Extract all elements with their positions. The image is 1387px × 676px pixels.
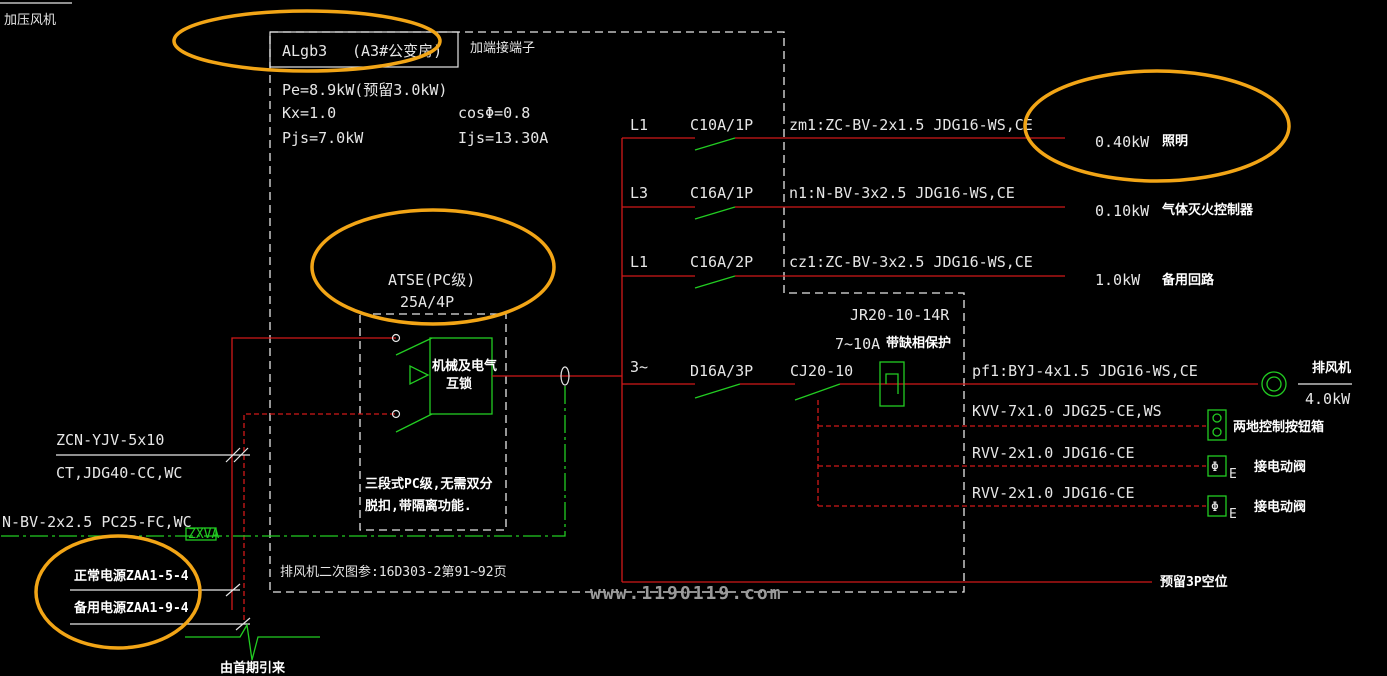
highlight-ring-sources [34, 534, 202, 650]
incoming-tick-2 [233, 447, 249, 463]
circuit-3-breaker-icon [694, 275, 736, 289]
circuit-1-phase: L1 [630, 116, 648, 134]
control-1-cable: KVV-7x1.0 JDG25-CE,WS [972, 402, 1162, 420]
panel-enclosure [269, 31, 965, 593]
panel-pjs: Pjs=7.0kW [282, 129, 364, 147]
normal-source-label: 正常电源ZAA1-5-4 [74, 568, 189, 584]
circuit-2-breaker-icon [694, 206, 736, 220]
standby-feeder-wire [243, 413, 396, 620]
motor-relay-range: 7~10A [835, 335, 880, 353]
atse-rating: 25A/4P [400, 293, 454, 311]
highlight-ring-lighting [1023, 69, 1291, 183]
circuit-1-load: 照明 [1162, 134, 1188, 149]
control-button-icon-a [1212, 413, 1222, 423]
reserve-label: 预留3P空位 [1160, 574, 1228, 590]
control-3-target: 接电动阀 [1254, 499, 1306, 515]
exhaust-fan-motor-inner [1266, 376, 1282, 392]
standby-source-tick [235, 617, 251, 631]
control-3-cable: RVV-2x1.0 JDG16-CE [972, 484, 1135, 502]
circuit-1-cable: zm1:ZC-BV-2x1.5 JDG16-WS,CE [789, 116, 1033, 134]
valve-2-icon [1207, 495, 1227, 517]
motor-breaker-icon [694, 383, 741, 399]
panel-cos: cosΦ=0.8 [458, 104, 530, 122]
circuit-2-load: 气体灭火控制器 [1162, 202, 1254, 218]
circuit-2-cable: n1:N-BV-3x2.5 JDG16-WS,CE [789, 184, 1015, 202]
panel-location: (A3#公变房) [352, 42, 442, 60]
circuit-2-breaker: C16A/1P [690, 184, 753, 202]
motor-relay-desc: 带缺相保护 [886, 335, 951, 351]
zxva-label: ZXVA [188, 527, 219, 542]
motor-cable: pf1:BYJ-4x1.5 JDG16-WS,CE [972, 362, 1198, 380]
watermark: www.1190119.com [590, 583, 783, 604]
thermal-relay-icon [879, 361, 905, 407]
motor-phase: 3~ [630, 358, 648, 376]
incoming-tick-1 [225, 447, 241, 463]
standby-source-label: 备用电源ZAA1-9-4 [73, 600, 189, 616]
control-box-icon [1207, 409, 1227, 441]
motor-breaker: D16A/3P [690, 362, 753, 380]
atse-desc-line2: 脱扣,带隔离功能. [365, 498, 472, 514]
normal-feeder-contact [391, 333, 401, 343]
atse-label: ATSE(PC级) [388, 271, 475, 289]
lead-in-line [185, 623, 320, 661]
atse-contact-standby [395, 413, 433, 433]
circuit-3-cable: cz1:ZC-BV-3x2.5 JDG16-WS,CE [789, 253, 1033, 271]
incoming-cable: ZCN-YJV-5x10 [56, 431, 164, 449]
control-2-target: 接电动阀 [1254, 459, 1306, 475]
control-button-icon-b [1212, 427, 1222, 437]
atse-contact-normal [395, 337, 433, 356]
atse-desc-line1: 三段式PC级,无需双分 [365, 476, 492, 492]
motor-load: 排风机 [1312, 360, 1351, 376]
circuit-1-breaker: C10A/1P [690, 116, 753, 134]
panel-note: 排风机二次图参:16D303-2第91~92页 [280, 564, 507, 580]
standby-feeder-contact [391, 409, 401, 419]
interlock-arrow-icon [409, 364, 430, 386]
panel-ijs: Ijs=13.30A [458, 129, 548, 147]
contactor-icon [794, 383, 841, 401]
circuit-1-breaker-icon [694, 137, 736, 151]
interlock-line2: 互锁 [446, 376, 472, 392]
lead-in-label: 由首期引来 [220, 660, 286, 676]
highlight-ring-atse [310, 208, 556, 326]
interlock-box [429, 337, 493, 415]
circuit-3-load: 备用回路 [1161, 272, 1215, 288]
thermal-relay-element [885, 373, 899, 394]
fan-title: 加压风机 [4, 13, 56, 28]
highlight-ring-panel [172, 9, 442, 73]
terminal-label: 加端接端子 [470, 40, 535, 56]
panel-kx: Kx=1.0 [282, 104, 336, 122]
incoming-bv: N-BV-2x2.5 PC25-FC,WC [2, 513, 192, 531]
circuit-3-phase: L1 [630, 253, 648, 271]
ground-wire [0, 386, 566, 537]
circuit-2-power: 0.10kW [1095, 202, 1150, 220]
motor-relay: JR20-10-14R [850, 306, 950, 324]
motor-power: 4.0kW [1305, 390, 1351, 408]
incoming-conduit: CT,JDG40-CC,WC [56, 464, 182, 482]
atse-enclosure [359, 313, 507, 531]
ct-symbol [560, 366, 570, 386]
circuit-2-phase: L3 [630, 184, 648, 202]
normal-feeder-wire [231, 337, 396, 610]
panel-name: ALgb3 [282, 42, 327, 60]
circuit-1-power: 0.40kW [1095, 133, 1150, 151]
motor-contactor: CJ20-10 [790, 362, 853, 380]
circuit-3-power: 1.0kW [1095, 271, 1141, 289]
valve-1-e-icon: E [1229, 467, 1237, 482]
valve-2-phi-icon: Φ [1211, 500, 1219, 515]
valve-1-phi-icon: Φ [1211, 460, 1219, 475]
circuit-3-breaker: C16A/2P [690, 253, 753, 271]
panel-pe: Pe=8.9kW(预留3.0kW) [282, 81, 447, 99]
interlock-line1: 机械及电气 [432, 358, 497, 374]
exhaust-fan-motor-icon [1261, 371, 1287, 397]
valve-1-icon [1207, 455, 1227, 477]
control-1-target: 两地控制按钮箱 [1233, 419, 1324, 435]
normal-source-tick [225, 583, 241, 597]
zxva-box [185, 527, 217, 541]
valve-2-e-icon: E [1229, 507, 1237, 522]
control-2-cable: RVV-2x1.0 JDG16-CE [972, 444, 1135, 462]
